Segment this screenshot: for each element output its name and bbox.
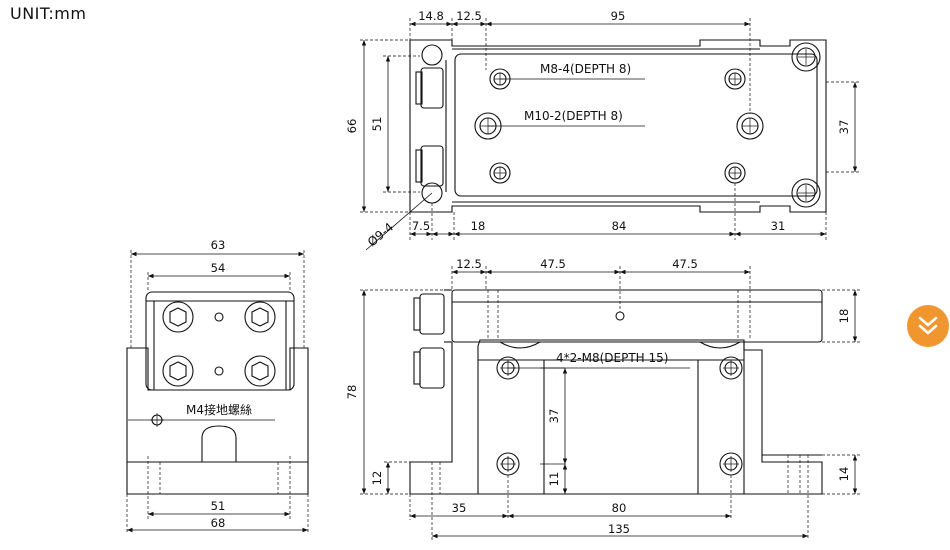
- dim-12-5-top: 12.5: [456, 9, 482, 23]
- dim-18-front: 18: [837, 309, 851, 324]
- dim-35: 35: [452, 501, 467, 515]
- callout-ground-screw: M4接地螺絲: [186, 402, 252, 417]
- dim-54: 54: [211, 261, 226, 275]
- dim-37-front: 37: [547, 409, 561, 424]
- dim-51-side: 51: [211, 499, 226, 513]
- callout-m8-4: M8-4(DEPTH 8): [540, 62, 631, 76]
- dim-63: 63: [211, 238, 226, 252]
- top-view-dimension-labels: 14.8 12.5 95 66 51 37 7.5 18 84 31 M8-4(…: [345, 9, 851, 249]
- dim-80: 80: [612, 501, 627, 515]
- dim-7-5: 7.5: [412, 219, 430, 233]
- front-view: [360, 266, 860, 540]
- scroll-down-button[interactable]: [907, 305, 949, 347]
- dim-14: 14: [837, 467, 851, 482]
- dim-135: 135: [608, 522, 630, 536]
- top-view: [360, 18, 860, 251]
- callout-m10-2: M10-2(DEPTH 8): [524, 109, 623, 123]
- dim-68: 68: [211, 516, 226, 530]
- double-chevron-down-icon: [918, 316, 938, 335]
- dim-14-8: 14.8: [418, 9, 444, 23]
- dim-84: 84: [612, 219, 627, 233]
- dim-95: 95: [611, 9, 626, 23]
- callout-hole-diameter: Ø9-4: [365, 220, 396, 249]
- front-view-dimension-labels: 12.5 47.5 47.5 78 18 37 12 11 14 35 80 1…: [345, 257, 851, 536]
- side-view: [126, 250, 309, 534]
- dim-12: 12: [370, 471, 384, 486]
- dim-12-5-front: 12.5: [456, 257, 482, 271]
- side-view-dimension-labels: 63 54 51 68 M4接地螺絲: [186, 238, 252, 530]
- dim-37-top: 37: [837, 120, 851, 135]
- dim-31: 31: [771, 219, 786, 233]
- dim-78: 78: [345, 385, 359, 400]
- dim-11: 11: [547, 472, 561, 487]
- callout-4x2-m8: 4*2-M8(DEPTH 15): [556, 351, 668, 365]
- dim-47-5-right: 47.5: [672, 257, 698, 271]
- unit-label: UNIT:mm: [10, 4, 87, 23]
- dim-18-top: 18: [471, 219, 486, 233]
- dim-51: 51: [370, 117, 384, 132]
- dim-47-5-left: 47.5: [540, 257, 566, 271]
- dim-66: 66: [345, 119, 359, 134]
